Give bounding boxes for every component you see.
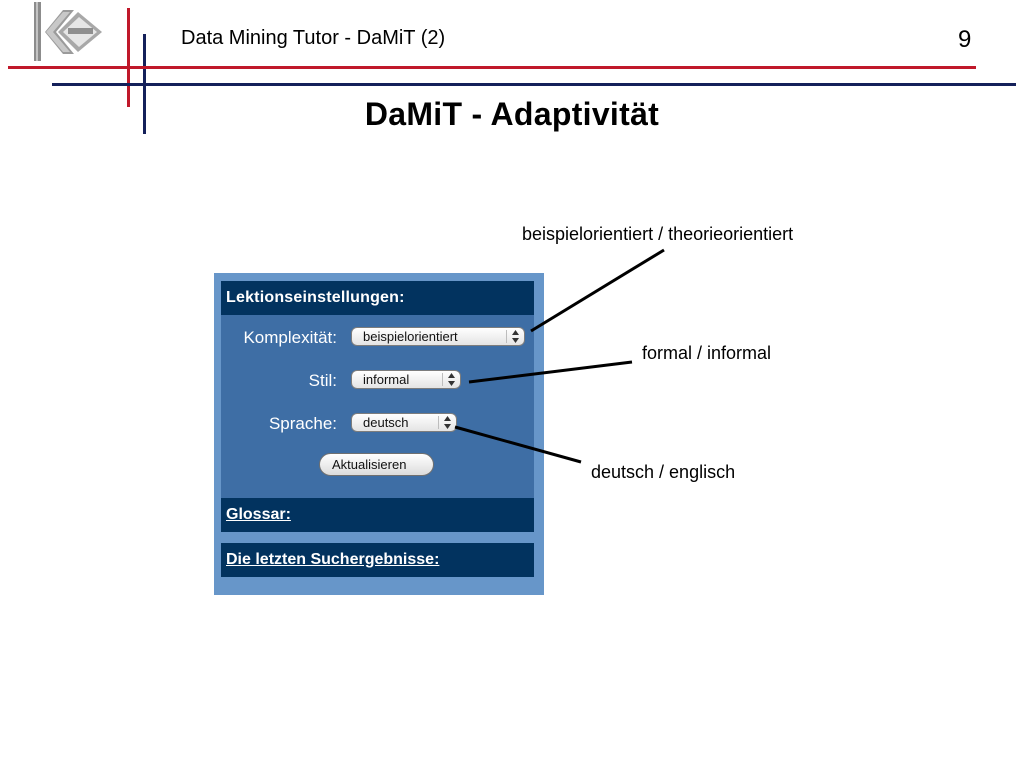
- style-select[interactable]: informal: [351, 370, 461, 389]
- lesson-settings-box: Lektionseinstellungen: Komplexität: beis…: [221, 281, 534, 512]
- recent-results-bar: Die letzten Suchergebnisse:: [221, 543, 534, 577]
- language-label: Sprache:: [268, 414, 337, 433]
- style-select-value: informal: [363, 372, 410, 387]
- language-select[interactable]: deutsch: [351, 413, 457, 432]
- header-title: Data Mining Tutor - DaMiT (2): [181, 27, 446, 49]
- select-divider: [438, 416, 439, 429]
- language-select-value: deutsch: [363, 415, 409, 430]
- complexity-select[interactable]: beispielorientiert: [351, 327, 525, 346]
- select-divider: [506, 330, 507, 343]
- lesson-settings-title: Lektionseinstellungen:: [226, 289, 405, 306]
- update-button-label: Aktualisieren: [332, 457, 407, 472]
- glossary-link[interactable]: Glossar:: [226, 506, 291, 523]
- recent-results-link[interactable]: Die letzten Suchergebnisse:: [226, 551, 440, 568]
- select-divider: [442, 373, 443, 386]
- header-vertical-red-line: [127, 8, 130, 107]
- page-number: 9: [958, 26, 972, 53]
- language-callout: deutsch / englisch: [591, 462, 736, 482]
- slide-title: DaMiT - Adaptivität: [364, 96, 660, 132]
- up-down-arrows-icon: [444, 416, 451, 429]
- style-callout: formal / informal: [642, 343, 772, 363]
- ke-logo: [34, 2, 102, 61]
- lesson-settings-panel: Lektionseinstellungen: Komplexität: beis…: [214, 273, 544, 595]
- complexity-callout: beispielorientiert / theorieorientiert: [522, 224, 794, 244]
- style-label: Stil:: [308, 371, 337, 390]
- lesson-settings-header: Lektionseinstellungen:: [221, 281, 534, 315]
- up-down-arrows-icon: [512, 330, 519, 343]
- glossary-bar: Glossar:: [221, 498, 534, 532]
- complexity-select-value: beispielorientiert: [363, 329, 458, 344]
- header-red-rule: [8, 66, 976, 69]
- complexity-label: Komplexität:: [243, 328, 337, 347]
- complexity-connector-line: [530, 248, 665, 333]
- header-navy-rule: [52, 83, 1016, 86]
- up-down-arrows-icon: [448, 373, 455, 386]
- update-button[interactable]: Aktualisieren: [319, 453, 434, 476]
